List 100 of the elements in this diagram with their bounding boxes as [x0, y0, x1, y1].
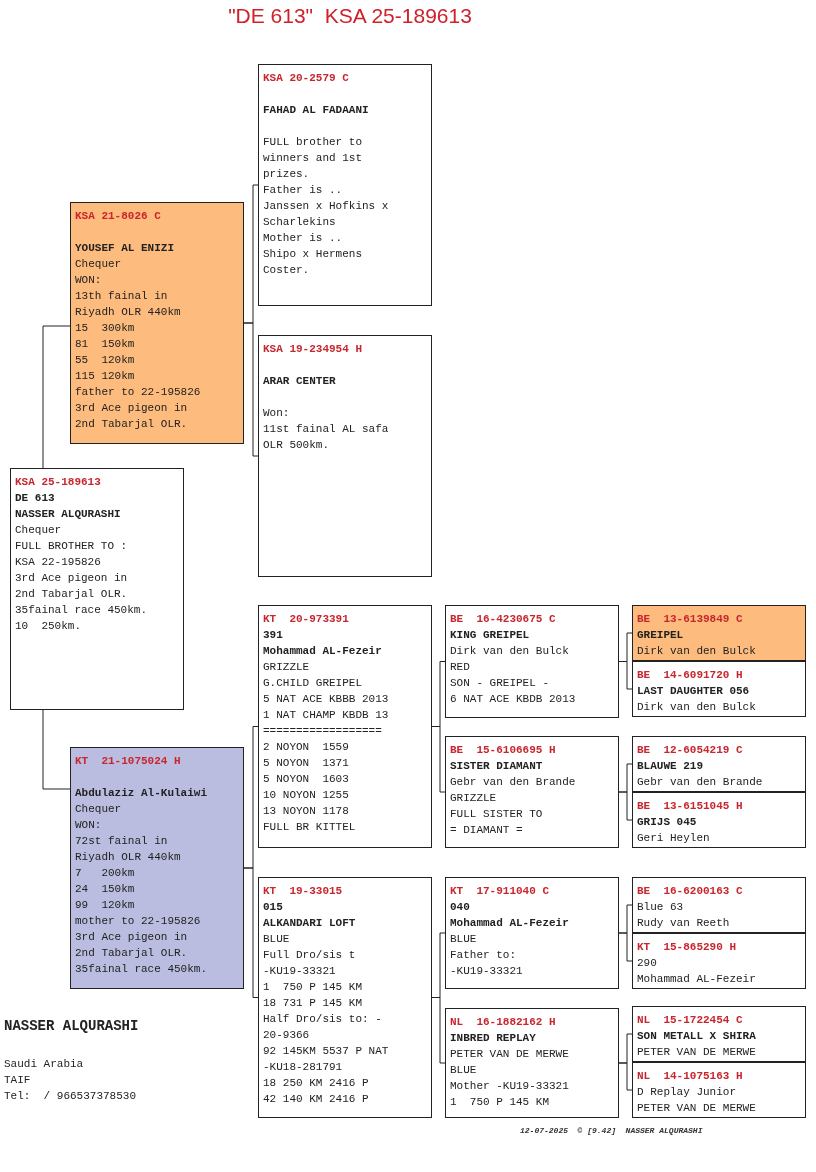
pigeon-info: 20-9366: [263, 1028, 310, 1043]
pedigree-connector: [243, 322, 259, 457]
pigeon-info: 1 NAT CHAMP KBDB 13: [263, 708, 389, 723]
pigeon-card: [70, 747, 244, 989]
pigeon-info: mother to 22-195826: [75, 914, 201, 929]
pigeon-info: ARAR CENTER: [263, 374, 336, 389]
pedigree-connector: [618, 1062, 633, 1091]
pigeon-info: FULL SISTER TO: [450, 807, 543, 822]
pigeon-info: 10 NOYON 1255: [263, 788, 349, 803]
pigeon-info: GRIZZLE: [450, 791, 497, 806]
pigeon-info: 3rd Ace pigeon in: [75, 930, 188, 945]
pigeon-info: DE 613: [15, 491, 55, 506]
pigeon-info: 7 200km: [75, 866, 135, 881]
pigeon-info: SISTER DIAMANT: [450, 759, 543, 774]
pigeon-info: Half Dro/sis to: -: [263, 1012, 382, 1027]
pigeon-info: 040: [450, 900, 470, 915]
pigeon-info: WON:: [75, 273, 102, 288]
pigeon-info: KING GREIPEL: [450, 628, 530, 643]
ring-number: NL 14-1075163 H: [637, 1069, 743, 1084]
pigeon-info: Won:: [263, 406, 290, 421]
pigeon-info: 290: [637, 956, 657, 971]
pigeon-card: [632, 1006, 806, 1062]
pigeon-info: = DIAMANT =: [450, 823, 523, 838]
pigeon-info: Mohammad AL-Fezeir: [263, 644, 382, 659]
ring-number: BE 13-6151045 H: [637, 799, 743, 814]
pigeon-info: ALKANDARI LOFT: [263, 916, 356, 931]
ring-number: KSA 20-2579 C: [263, 71, 349, 86]
pigeon-info: 2nd Tabarjal OLR.: [15, 587, 128, 602]
pigeon-info: Chequer: [75, 802, 122, 817]
pigeon-info: Full Dro/sis t: [263, 948, 356, 963]
pigeon-card: [632, 877, 806, 933]
pigeon-info: 24 150km: [75, 882, 135, 897]
ring-number: KSA 25-189613: [15, 475, 101, 490]
pigeon-info: father to 22-195826: [75, 385, 201, 400]
pigeon-card: [258, 605, 432, 848]
pigeon-card: [632, 933, 806, 989]
pigeon-info: Chequer: [75, 257, 122, 272]
pigeon-info: Blue 63: [637, 900, 684, 915]
owner-phone: Tel: / 966537378530: [4, 1090, 137, 1102]
pigeon-info: 11st fainal AL safa: [263, 422, 389, 437]
pigeon-info: 6 NAT ACE KBDB 2013: [450, 692, 576, 707]
pigeon-info: INBRED REPLAY: [450, 1031, 536, 1046]
pigeon-info: 115 120km: [75, 369, 135, 384]
pigeon-info: 1 750 P 145 KM: [263, 980, 363, 995]
pigeon-info: Mohammad AL-Fezeir: [450, 916, 569, 931]
pigeon-info: 391: [263, 628, 283, 643]
pigeon-info: -KU19-33321: [263, 964, 336, 979]
pigeon-info: BLAUWE 219: [637, 759, 703, 774]
pigeon-info: Shipo x Hermens: [263, 247, 363, 262]
pigeon-info: Mohammad AL-Fezeir: [637, 972, 756, 987]
pigeon-info: D Replay Junior: [637, 1085, 737, 1100]
ring-number: KSA 21-8026 C: [75, 209, 161, 224]
pigeon-info: 55 120km: [75, 353, 135, 368]
pigeon-info: GREIPEL: [637, 628, 684, 643]
pigeon-card: [632, 605, 806, 661]
print-footer: 12-07-2025 © [9.42] NASSER ALQURASHI: [520, 1126, 703, 1135]
pigeon-info: Dirk van den Bulck: [637, 644, 756, 659]
pigeon-info: Father is ..: [263, 183, 343, 198]
pigeon-card: [258, 335, 432, 577]
pigeon-info: 18 250 KM 2416 P: [263, 1076, 369, 1091]
pigeon-info: 5 NOYON 1603: [263, 772, 349, 787]
pigeon-info: 42 140 KM 2416 P: [263, 1092, 369, 1107]
pigeon-info: Father to:: [450, 948, 516, 963]
pigeon-card: [70, 202, 244, 444]
pigeon-info: Dirk van den Bulck: [450, 644, 569, 659]
pigeon-info: 2nd Tabarjal OLR.: [75, 946, 188, 961]
pedigree-title: "DE 613" KSA 25-189613: [227, 4, 473, 28]
pigeon-info: -KU18-281791: [263, 1060, 343, 1075]
pigeon-info: Abdulaziz Al-Kulaiwi: [75, 786, 208, 801]
pigeon-info: Dirk van den Bulck: [637, 700, 756, 715]
pigeon-info: SON METALL X SHIRA: [637, 1029, 756, 1044]
pigeon-info: SON - GREIPEL -: [450, 676, 550, 691]
pigeon-info: 1 750 P 145 KM: [450, 1095, 550, 1110]
pigeon-info: 18 731 P 145 KM: [263, 996, 363, 1011]
pedigree-connector: [618, 791, 633, 821]
pigeon-card: [258, 877, 432, 1118]
pigeon-info: BLUE: [450, 932, 477, 947]
pigeon-info: Geri Heylen: [637, 831, 710, 846]
pigeon-info: 35fainal race 450km.: [15, 603, 148, 618]
pigeon-info: Riyadh OLR 440km: [75, 305, 181, 320]
pigeon-card: [632, 736, 806, 792]
ring-number: KT 19-33015: [263, 884, 343, 899]
pigeon-card: [445, 736, 619, 848]
pigeon-card: [258, 64, 432, 306]
pigeon-card: [632, 792, 806, 848]
pigeon-info: -KU19-33321: [450, 964, 523, 979]
pigeon-card: [445, 1008, 619, 1118]
pedigree-connector: [42, 325, 71, 469]
ring-number: KT 15-865290 H: [637, 940, 737, 955]
ring-number: NL 15-1722454 C: [637, 1013, 743, 1028]
pigeon-info: BLUE: [263, 932, 290, 947]
pigeon-info: NASSER ALQURASHI: [15, 507, 121, 522]
pigeon-info: FULL BR KITTEL: [263, 820, 356, 835]
ring-number: NL 16-1882162 H: [450, 1015, 556, 1030]
owner-name: NASSER ALQURASHI: [4, 1018, 139, 1034]
pigeon-info: 10 250km.: [15, 619, 81, 634]
ring-number: BE 14-6091720 H: [637, 668, 743, 683]
pigeon-info: LAST DAUGHTER 056: [637, 684, 750, 699]
pigeon-info: PETER VAN DE MERWE: [637, 1045, 756, 1060]
pigeon-info: Mother is ..: [263, 231, 343, 246]
